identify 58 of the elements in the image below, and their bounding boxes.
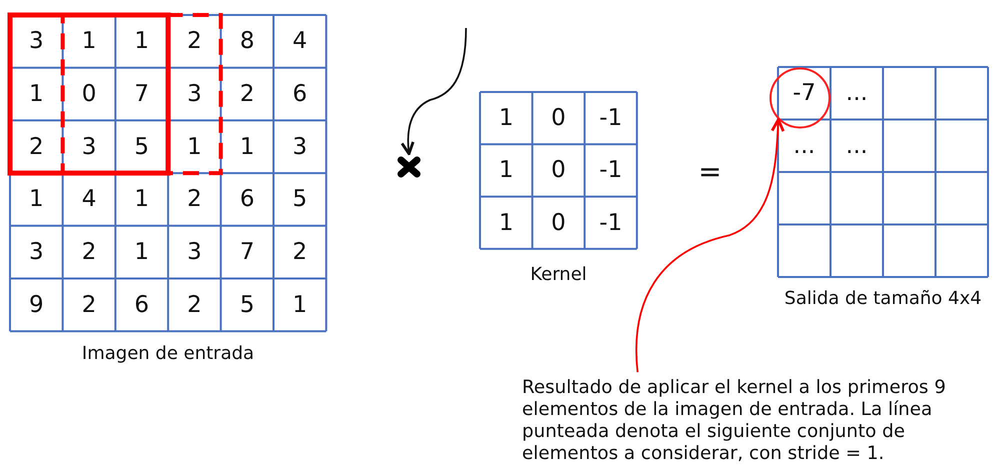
arrow [400, 28, 467, 156]
matrix-cell-text: 9 [28, 290, 45, 320]
note-text: Resultado de aplicar el kernel a los primeros 9 elementos de la imagen de entrada. La línea punteada denota el siguiente conjunto de elementos a considerar, con stride = 1. [522, 377, 990, 473]
image-caption: Imagen de entrada [80, 343, 256, 364]
matrix-cell-text: 1 [238, 132, 256, 162]
matrix-cell-text: 2 [28, 132, 45, 162]
matrix-cell-text: 1 [28, 185, 45, 214]
matrix-cell-text: 1 [186, 132, 203, 162]
matrix-cell-text: 2 [186, 185, 203, 214]
arrow [636, 118, 785, 372]
matrix-cell-text: 3 [186, 80, 203, 110]
matrix-cell-text: 7 [238, 238, 256, 268]
highlight-circle [769, 67, 831, 129]
matrix-cell-text: 6 [292, 80, 308, 110]
matrix-cell-text: ... [844, 79, 869, 108]
matrix-cell-text: 1 [133, 185, 150, 214]
matrix-cell-text: 2 [186, 290, 203, 320]
matrix-cell-text: 5 [133, 132, 150, 162]
matrix-cell-text: 3 [186, 238, 203, 268]
kernel-caption: Kernel [529, 264, 588, 285]
matrix-cell-text: 0 [550, 104, 567, 134]
matrix-cell-text: 1 [133, 27, 150, 56]
matrix-cell-text: 7 [133, 80, 150, 110]
matrix-cell-text: -7 [792, 79, 817, 108]
matrix-cell-text: 1 [498, 104, 514, 134]
matrix-cell-text: 6 [133, 290, 150, 320]
matrix-cell-text: 1 [133, 238, 150, 268]
matrix-cell-text: 1 [498, 208, 514, 238]
matrix-cell-text: 2 [238, 80, 256, 110]
matrix-cell-text: 3 [28, 27, 45, 56]
equals-sign: = [697, 155, 723, 188]
matrix-cell-text: -1 [598, 104, 624, 134]
matrix-cell-text: 1 [292, 290, 308, 320]
matrix-cell-text: 3 [292, 132, 308, 162]
matrix-cell-text: 8 [238, 27, 256, 56]
matrix-cell-text: 2 [186, 27, 203, 56]
matrix-cell-text: -1 [598, 156, 624, 186]
matrix-cell-text: 3 [80, 132, 98, 162]
matrix-cell-text: 4 [292, 27, 308, 56]
matrix-cell-text: 4 [80, 185, 98, 214]
matrix-cell-text: 2 [292, 238, 308, 268]
matrix-cell-text: 1 [80, 27, 98, 56]
matrix-cell-text: 6 [238, 185, 256, 214]
matrix-cell-text: 1 [498, 156, 514, 186]
matrix-cell-text: 3 [28, 238, 45, 268]
matrix-cell-text: 2 [80, 238, 98, 268]
matrix-cell-text: 0 [80, 80, 98, 110]
output-caption: Salida de tamaño 4x4 [783, 288, 983, 309]
matrix-cell-text: 5 [292, 185, 308, 214]
matrix-cell-text: 0 [550, 208, 567, 238]
matrix-cell-text: -1 [598, 208, 624, 238]
matrix-cell-text: 2 [80, 290, 98, 320]
multiply-icon [397, 156, 421, 178]
matrix-cell-text: 0 [550, 156, 567, 186]
matrix-cell-text: ... [792, 132, 816, 161]
matrix-cell-text: 5 [238, 290, 256, 320]
matrix-cell-text: ... [844, 132, 869, 161]
matrix-cell-text: 1 [28, 80, 45, 110]
